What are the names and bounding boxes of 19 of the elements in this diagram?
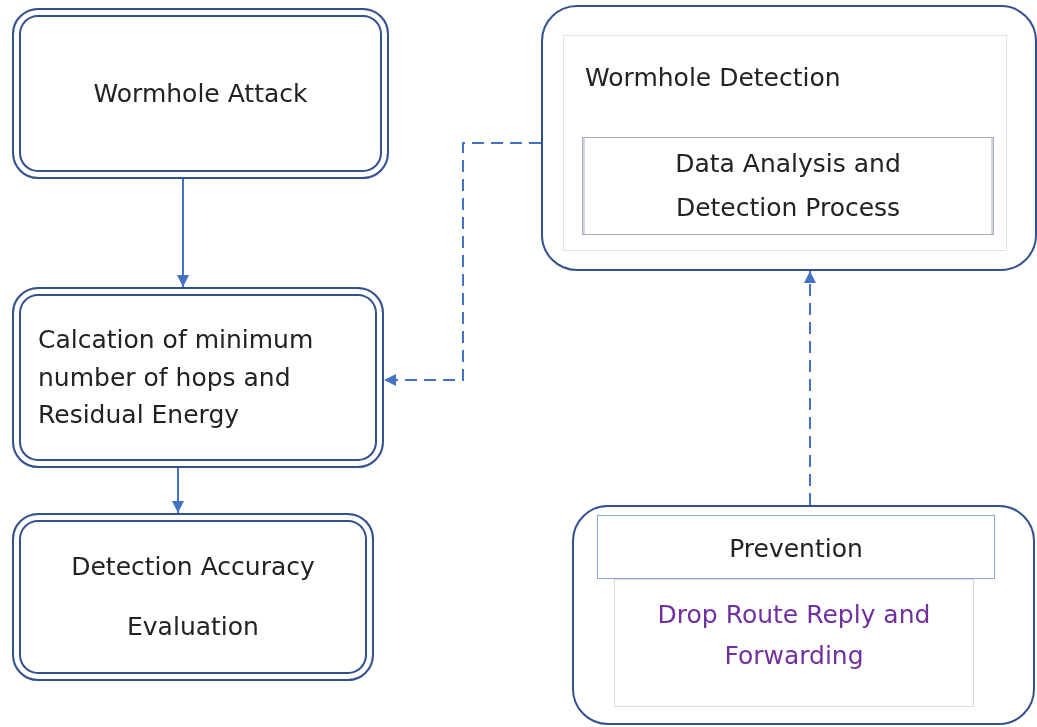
arrow <box>172 467 184 514</box>
node-label: Wormhole Attack <box>93 77 308 110</box>
process-box <box>541 5 1037 271</box>
node-label: Detection Accuracy Evaluation <box>70 551 316 643</box>
process-box <box>12 287 384 468</box>
node-label: Prevention <box>729 533 863 566</box>
arrow <box>177 178 189 288</box>
process-box <box>12 513 374 681</box>
process-box <box>12 8 389 179</box>
box-shape <box>572 505 1035 725</box>
arrow <box>383 142 542 386</box>
node-label: Wormhole Detection <box>585 62 841 94</box>
node-label: Calcation of minimum number of hops and Residual Energy <box>38 324 315 432</box>
node-label: Data Analysis and Detection Process <box>674 148 902 224</box>
process-box <box>614 579 974 707</box>
process-box <box>582 137 994 235</box>
node-label: Drop Route Reply and Forwarding <box>656 598 932 672</box>
process-box <box>597 515 995 579</box>
arrow <box>804 270 816 506</box>
